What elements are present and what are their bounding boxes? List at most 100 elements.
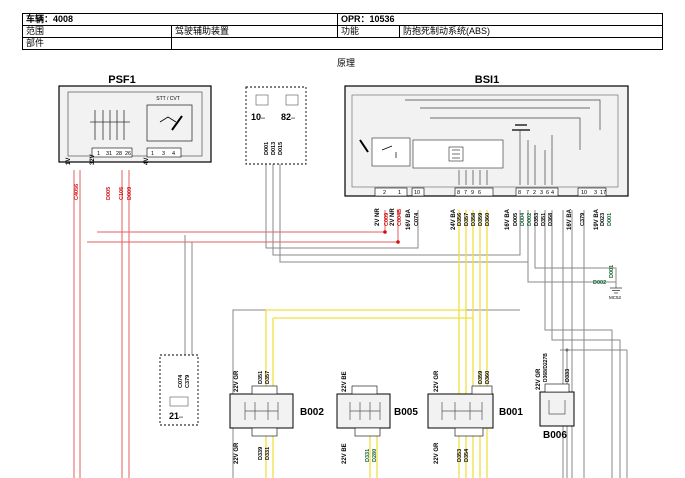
box-21-frame xyxy=(159,354,199,426)
bsi1-group-4: 24V BA xyxy=(451,208,457,230)
bsi1-pin-7: 6 xyxy=(478,190,481,196)
bsi1-wire-c074: C074 xyxy=(414,212,420,226)
b005-bottom-wire-1: D331 xyxy=(365,449,371,462)
bsi1-pin-3: 10 xyxy=(414,190,420,196)
box21-wire-c379: C379 xyxy=(185,375,191,388)
psf1-volt-3: 4V xyxy=(144,158,150,165)
bsi1-wire-codes: C009 C004B C074 D356 D357 D358 D359 D360… xyxy=(384,209,613,226)
bsi1-pin-row: 2 1 10 8 7 9 6 8 7 2 3 6 4 10 3 17 xyxy=(374,187,607,197)
bsi1-wire-c009: C009 xyxy=(384,213,390,226)
bsi1-wire-d005: D005 xyxy=(513,213,519,226)
b002-top-wire-2: D357 xyxy=(265,371,271,384)
bsi1-group-2: 2V NR xyxy=(390,208,396,226)
box21-wire-c074: C074 xyxy=(178,374,184,388)
sensor-b001: B001 22V GR D359 D360 22V GR D353 D354 xyxy=(427,370,523,464)
b006-top-wire-2: D333 xyxy=(565,369,571,382)
connector-box: 10-- 82-- D001 D013 D015 xyxy=(245,86,307,165)
connector-code-2: 82-- xyxy=(281,112,295,122)
psf1-volt-1: 1V xyxy=(66,158,72,165)
psf1-box xyxy=(58,85,212,163)
b005-bottom-wire-2: D280 xyxy=(372,449,378,462)
bsi1-wire-d357: D357 xyxy=(464,213,470,226)
diag-icon xyxy=(169,396,189,407)
ground-wire-codes: D001 D002 xyxy=(593,265,615,286)
wire-d013-box xyxy=(272,157,521,256)
psf1-pin-4: 26 xyxy=(125,151,131,157)
ground-wire-d002: D002 xyxy=(593,280,606,286)
connector-box-21: C074 C379 21-- xyxy=(159,354,199,426)
sensor-b006: B006 22V GR D368/D227B D333 xyxy=(536,353,575,441)
socket-icon xyxy=(285,94,299,106)
box-21-code: 21-- xyxy=(169,411,183,421)
psf1-pin-3: 28 xyxy=(116,151,122,157)
b006-top-wire-1: D368/D227B xyxy=(543,353,549,382)
b002-top-wire-1: D351 xyxy=(258,371,264,384)
b001-bottom-wire-2: D354 xyxy=(464,448,470,462)
bsi1-wire-d001: D001 xyxy=(607,213,613,226)
bsi1-pin-16: 17 xyxy=(600,190,606,196)
bsi1-pin-2: 1 xyxy=(398,190,401,196)
wire-d001-box xyxy=(265,157,419,249)
bsi1-wire-d002: D002 xyxy=(527,213,533,226)
bsi1-module: BSI1 2 1 xyxy=(344,74,629,230)
bsi1-wire-c004b: C004B xyxy=(397,209,403,226)
b001-top-wire-2: D360 xyxy=(485,371,491,384)
psf1-volt-2: 32V xyxy=(90,154,96,165)
sensor-b002: B002 22V GR D351 D357 22V GR D339 D331 xyxy=(229,370,324,464)
b006-label: B006 xyxy=(543,430,567,441)
wire-gray-right-5 xyxy=(551,210,621,478)
bsi1-pin-1: 2 xyxy=(383,190,386,196)
bsi1-pin-10: 2 xyxy=(533,190,536,196)
bsi1-label: BSI1 xyxy=(475,74,499,86)
psf1-pin-7: 4 xyxy=(172,151,175,157)
wire-c004b-loop xyxy=(87,210,399,243)
b002-bottom-type: 22V GR xyxy=(234,442,240,464)
b005-top-type: 22V BE xyxy=(342,371,348,392)
bsi1-group-6: 16V BA xyxy=(567,208,573,230)
red-wires xyxy=(73,170,399,478)
part-value xyxy=(171,37,663,50)
b001-bottom-type: 22V GR xyxy=(434,442,440,464)
bsi1-wire-d358: D358 xyxy=(471,213,477,226)
right-edge-wire xyxy=(560,349,628,478)
b006-box xyxy=(539,391,575,427)
header-table: 车辆：4008 OPR：10536 范围 驾驶辅助装置 功能 防抱死制动系统(A… xyxy=(22,13,663,50)
yellow-wires xyxy=(265,210,488,478)
bsi1-pin-14: 10 xyxy=(581,190,587,196)
psf1-internal xyxy=(67,91,203,157)
b002-bottom-wire-2: D331 xyxy=(265,447,271,460)
psf1-pin-2: 31 xyxy=(106,151,112,157)
wires xyxy=(73,157,621,478)
connector-code-1: 10-- xyxy=(251,112,265,122)
connector-box-wires: D001 D013 D015 xyxy=(264,142,284,155)
psf1-wire-codes: C4056 D005 C105 D009 xyxy=(74,184,133,200)
psf1-wire-d005: D005 xyxy=(106,187,112,200)
b005-label: B005 xyxy=(394,407,418,418)
ground-code: MC52 xyxy=(609,295,622,300)
bsi1-group-3: 16V BA xyxy=(406,208,412,230)
psf1-wire-d009: D009 xyxy=(127,187,133,200)
b001-top-type: 22V GR xyxy=(434,370,440,392)
ground-group: D001 D002 MC52 xyxy=(593,265,622,300)
bsi1-wire-d353: D353 xyxy=(534,213,540,226)
bsi1-wire-d023: D023 xyxy=(600,213,606,226)
wire-gray-right-4 xyxy=(544,210,613,478)
bsi1-pin-5: 7 xyxy=(464,190,467,196)
bsi1-pin-15: 3 xyxy=(594,190,597,196)
b005-bottom-type: 22V BE xyxy=(342,443,348,464)
psf1-pin-row: 1 31 28 26 1 3 4 xyxy=(91,147,182,158)
b002-bottom-wire-1: D339 xyxy=(258,447,264,460)
bsi1-group-7: 19V BA xyxy=(594,208,600,230)
psf1-pin-1: 1 xyxy=(97,151,100,157)
psf1-voltage-labels: 1V 32V 4V xyxy=(66,154,150,165)
b001-label: B001 xyxy=(499,407,523,418)
bsi1-pin-4: 8 xyxy=(457,190,460,196)
psf1-wire-c105: C105 xyxy=(119,187,125,200)
wire-ground-d002 xyxy=(527,262,616,283)
bsi1-connector-types: 2V NR 2V NR 16V BA 24V BA 16V BA 16V BA … xyxy=(375,208,600,230)
box-wire-d015: D015 xyxy=(278,142,284,155)
bsi1-pin-8: 8 xyxy=(518,190,521,196)
bsi1-pin-12: 6 xyxy=(546,190,549,196)
bsi1-wire-d004: D004 xyxy=(520,212,526,226)
junction-dots xyxy=(383,230,400,244)
